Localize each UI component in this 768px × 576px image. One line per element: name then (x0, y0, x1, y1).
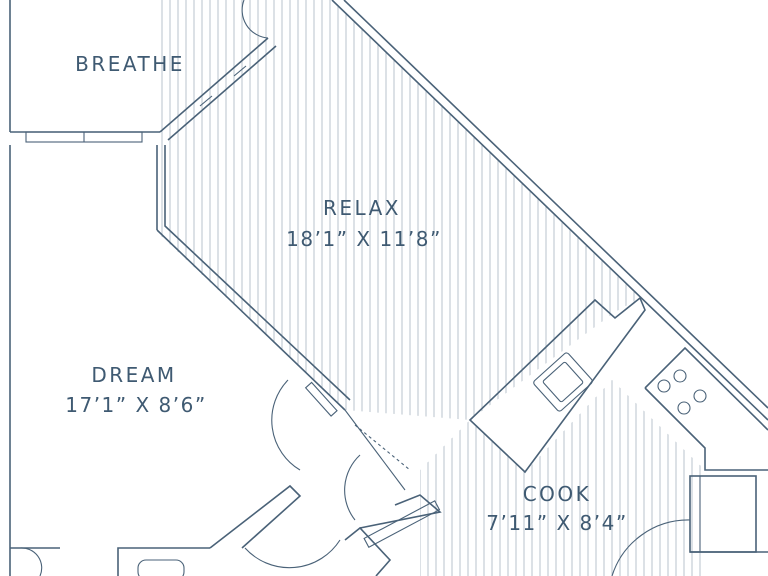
room-name-cook: COOK (523, 482, 592, 506)
exterior-diagonal-wall-inner (343, 0, 768, 409)
closet-dashed-line (344, 409, 406, 491)
bath-wall-2 (209, 484, 302, 549)
door-swing-icon (271, 379, 301, 471)
exterior-diagonal-wall (331, 0, 768, 421)
room-name-relax: RELAX (323, 196, 401, 220)
kitchen-island (468, 296, 646, 474)
cook-counter (644, 346, 768, 431)
door-swing-icon (611, 519, 691, 576)
cooktop-icon (657, 369, 707, 415)
closet-wall (344, 526, 392, 576)
kitchen-sink-icon (533, 352, 593, 412)
window-pane (233, 65, 247, 77)
door-swing-icon (244, 539, 341, 569)
window-pane (199, 95, 213, 107)
bath-wall (117, 547, 210, 576)
door-swing-icon (241, 0, 269, 39)
room-dimensions-relax: 18’1” X 11’8” (286, 227, 442, 251)
closet-dashed-line-2 (354, 424, 411, 471)
room-dimensions-dream: 17’1” X 8’6” (65, 393, 206, 417)
dream-relax-diagonal-wall-2 (164, 145, 351, 401)
room-name-dream: DREAM (91, 363, 176, 387)
dream-relax-diagonal-wall (156, 229, 346, 411)
breathe-diagonal-wall (159, 37, 269, 133)
room-dimensions-cook: 7’11” X 8’4” (486, 511, 627, 535)
cook-floor-hatch (420, 380, 701, 576)
door-swing-icon (19, 547, 43, 576)
room-name-breathe: BREATHE (75, 52, 185, 76)
breathe-diagonal-wall-2 (167, 45, 277, 141)
dream-door-frame (304, 381, 338, 417)
kitchen-sink-basin (542, 361, 584, 403)
cook-counter-front (644, 387, 768, 471)
walls (9, 0, 768, 576)
door-swing-icon (344, 454, 361, 521)
bath-fixture (137, 559, 185, 576)
closet-shelf (363, 500, 441, 548)
